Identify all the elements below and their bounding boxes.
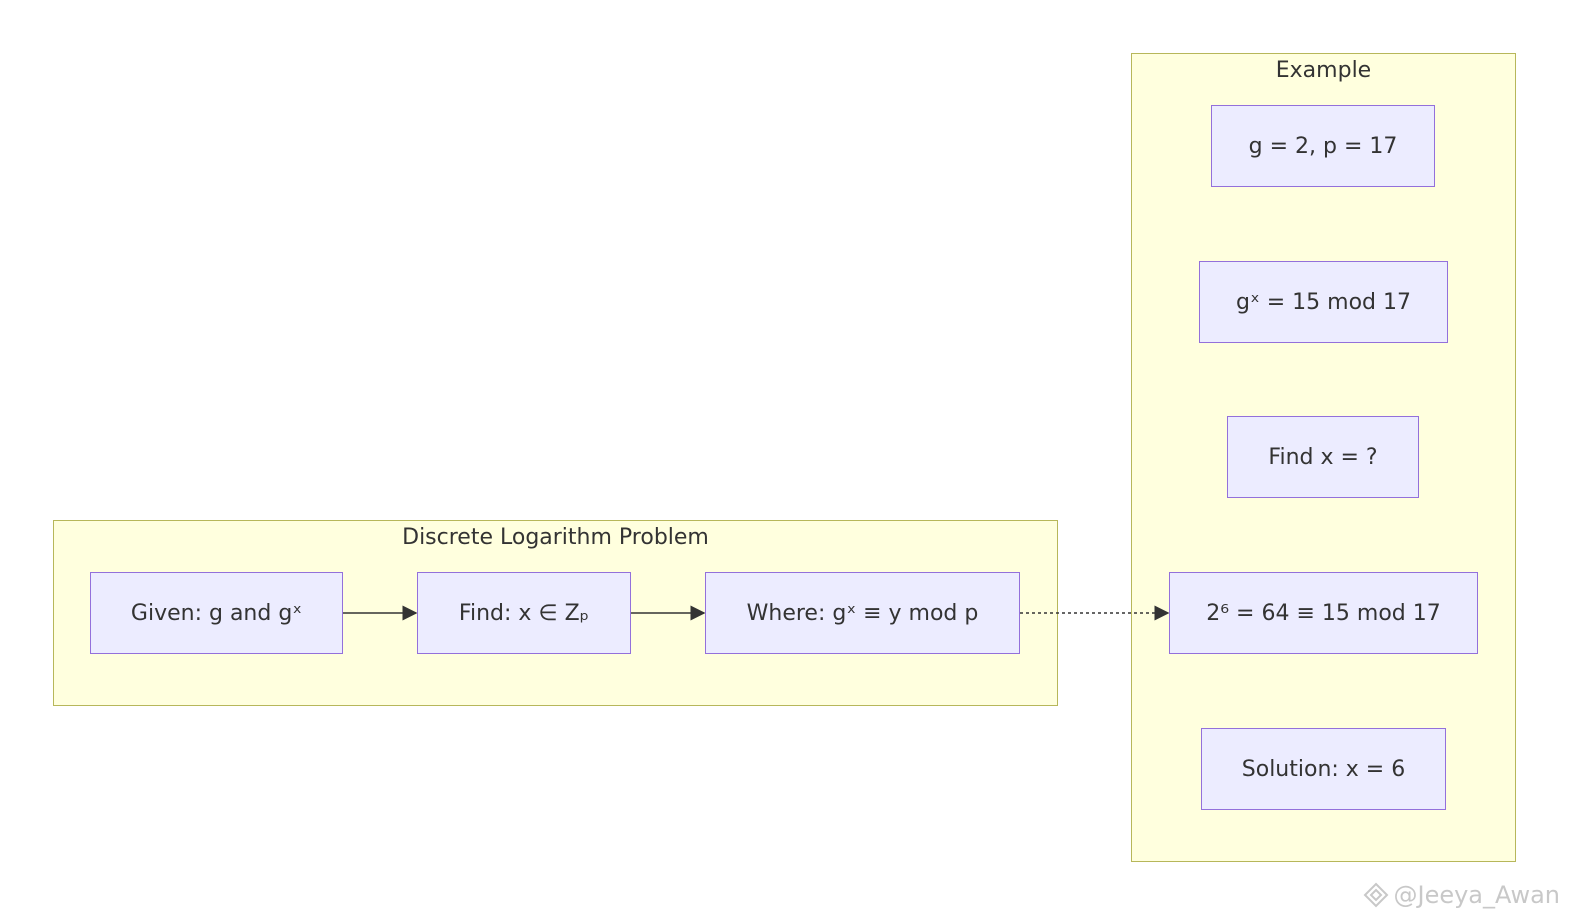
node-example-solution: Solution: x = 6 — [1201, 728, 1446, 810]
watermark: @Jeeya_Awan — [1363, 881, 1560, 909]
node-example-check: 2⁶ = 64 ≡ 15 mod 17 — [1169, 572, 1478, 654]
cluster-title: Example — [1275, 58, 1372, 83]
watermark-text: @Jeeya_Awan — [1393, 881, 1560, 909]
node-example-equation: gˣ = 15 mod 17 — [1199, 261, 1448, 343]
cluster-title: Discrete Logarithm Problem — [402, 525, 709, 550]
node-given: Given: g and gˣ — [90, 572, 343, 654]
node-example-find: Find x = ? — [1227, 416, 1419, 498]
node-where: Where: gˣ ≡ y mod p — [705, 572, 1020, 654]
watermark-logo-icon — [1364, 882, 1389, 908]
node-example-params: g = 2, p = 17 — [1211, 105, 1435, 187]
node-find: Find: x ∈ Zₚ — [417, 572, 631, 654]
